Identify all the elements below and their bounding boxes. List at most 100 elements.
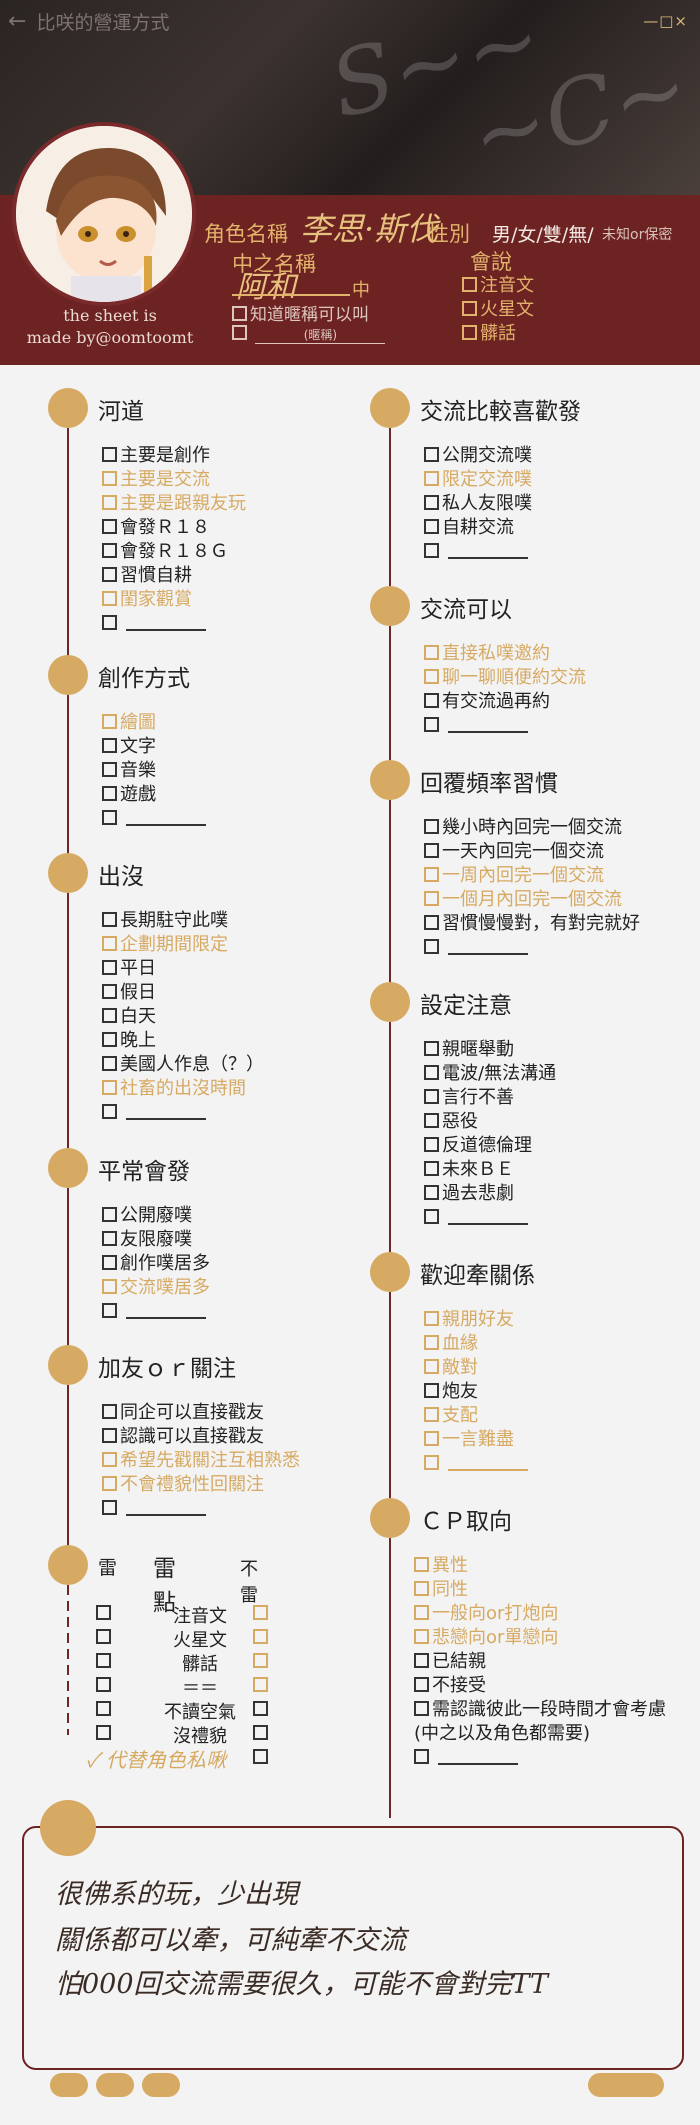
option-item[interactable]: 認識可以直接戳友 (102, 1425, 300, 1449)
option-item-blank[interactable] (102, 612, 246, 636)
option-item[interactable]: 平日 (102, 957, 264, 981)
option-item[interactable]: 一般向or打炮向 (414, 1602, 666, 1626)
blank-field[interactable] (126, 615, 206, 631)
option-item[interactable]: 悲戀向or單戀向 (414, 1626, 666, 1650)
option-item[interactable]: 會發Ｒ１８Ｇ (102, 540, 246, 564)
speak-option[interactable]: 注音文 (462, 274, 534, 298)
option-item-blank[interactable] (424, 1452, 528, 1476)
footer-tab-button[interactable] (96, 2073, 134, 2097)
mine-checkbox[interactable] (96, 1605, 111, 1620)
option-item[interactable]: 公開交流噗 (424, 444, 532, 468)
option-item[interactable]: 血緣 (424, 1332, 528, 1356)
option-item[interactable]: 不會禮貌性回關注 (102, 1473, 300, 1497)
option-item[interactable]: 幾小時內回完一個交流 (424, 816, 640, 840)
option-item[interactable]: 言行不善 (424, 1086, 556, 1110)
option-item[interactable]: 未來ＢＥ (424, 1158, 556, 1182)
option-item[interactable]: 一個月內回完一個交流 (424, 888, 640, 912)
option-item[interactable]: 反道德倫理 (424, 1134, 556, 1158)
option-item[interactable]: 晚上 (102, 1029, 264, 1053)
option-item-blank[interactable] (102, 1300, 210, 1324)
option-item[interactable]: 過去悲劇 (424, 1182, 556, 1206)
not-mine-checkbox[interactable] (253, 1749, 268, 1764)
option-item[interactable]: 一言難盡 (424, 1428, 528, 1452)
mine-checkbox[interactable] (96, 1725, 111, 1740)
option-item[interactable]: 主要是交流 (102, 468, 246, 492)
option-item[interactable]: 繪圖 (102, 711, 206, 735)
option-item[interactable]: 電波/無法溝通 (424, 1062, 556, 1086)
option-item-blank[interactable] (102, 1497, 300, 1521)
option-item-blank[interactable] (414, 1746, 666, 1770)
option-item[interactable]: 社畜的出沒時間 (102, 1077, 264, 1101)
option-item[interactable]: 主要是跟親友玩 (102, 492, 246, 516)
blank-field[interactable] (448, 543, 528, 559)
not-mine-checkbox[interactable] (253, 1677, 268, 1692)
option-item[interactable]: 希望先戳關注互相熟悉 (102, 1449, 300, 1473)
option-item[interactable]: 直接私噗邀約 (424, 642, 586, 666)
option-item[interactable]: 同企可以直接戳友 (102, 1401, 300, 1425)
option-item[interactable]: 限定交流噗 (424, 468, 532, 492)
option-item[interactable]: 炮友 (424, 1380, 528, 1404)
option-item[interactable]: 親朋好友 (424, 1308, 528, 1332)
blank-field[interactable] (448, 1455, 528, 1471)
option-item[interactable]: 假日 (102, 981, 264, 1005)
option-item[interactable]: 長期駐守此噗 (102, 909, 264, 933)
not-mine-checkbox[interactable] (253, 1605, 268, 1620)
option-item[interactable]: 閨家觀賞 (102, 588, 246, 612)
option-item[interactable]: 一周內回完一個交流 (424, 864, 640, 888)
option-item-blank[interactable] (424, 540, 532, 564)
option-item[interactable]: 文字 (102, 735, 206, 759)
option-item[interactable]: 異性 (414, 1554, 666, 1578)
blank-field[interactable] (126, 810, 206, 826)
option-item[interactable]: 自耕交流 (424, 516, 532, 540)
blank-field[interactable] (126, 1303, 206, 1319)
option-item-blank[interactable] (102, 807, 206, 831)
speak-option[interactable]: 髒話 (462, 322, 534, 346)
option-item[interactable]: 惡役 (424, 1110, 556, 1134)
option-item[interactable]: 私人友限噗 (424, 492, 532, 516)
footer-tab-button[interactable] (142, 2073, 180, 2097)
option-item[interactable]: 已結親 (414, 1650, 666, 1674)
blank-field[interactable] (438, 1749, 518, 1765)
option-item-blank[interactable] (102, 1101, 264, 1125)
option-item[interactable]: 親暱舉動 (424, 1038, 556, 1062)
mine-checkbox[interactable] (96, 1677, 111, 1692)
free-note-box[interactable] (22, 1826, 684, 2070)
not-mine-checkbox[interactable] (253, 1701, 268, 1716)
option-item[interactable]: 音樂 (102, 759, 206, 783)
option-item[interactable]: 創作噗居多 (102, 1252, 210, 1276)
mine-extra-handwritten[interactable]: ✓ 代替角色私啾 (86, 1744, 226, 1773)
mine-checkbox[interactable] (96, 1701, 111, 1716)
option-item[interactable]: 習慣慢慢對，有對完就好 (424, 912, 640, 936)
option-item[interactable]: 習慣自耕 (102, 564, 246, 588)
speak-option[interactable]: 火星文 (462, 298, 534, 322)
blank-field[interactable] (448, 717, 528, 733)
gender-unknown-option[interactable]: 未知or保密 (602, 227, 673, 243)
option-item[interactable]: 友限廢噗 (102, 1228, 210, 1252)
footer-tab-button[interactable] (50, 2073, 88, 2097)
nickname-field[interactable]: (暱稱) (232, 324, 386, 344)
option-item[interactable]: 交流噗居多 (102, 1276, 210, 1300)
chinese-name-value[interactable]: 阿和 (236, 270, 296, 305)
nickname-checkbox[interactable]: 知道暱稱可以叫 (232, 300, 369, 325)
not-mine-checkbox[interactable] (253, 1725, 268, 1740)
not-mine-checkbox[interactable] (253, 1653, 268, 1668)
option-item[interactable]: 同性 (414, 1578, 666, 1602)
blank-field[interactable] (126, 1500, 206, 1516)
option-item[interactable]: 敵對 (424, 1356, 528, 1380)
option-item[interactable]: 有交流過再約 (424, 690, 586, 714)
gender-options[interactable]: 男/女/雙/無/ (492, 224, 594, 246)
option-item-blank[interactable] (424, 936, 640, 960)
blank-field[interactable] (448, 1209, 528, 1225)
option-item[interactable]: 白天 (102, 1005, 264, 1029)
window-controls[interactable]: —□× (643, 12, 688, 30)
footer-action-button[interactable] (588, 2073, 664, 2097)
blank-field[interactable] (126, 1104, 206, 1120)
option-item[interactable]: 需認識彼此一段時間才會考慮 (414, 1698, 666, 1722)
option-item[interactable]: 主要是創作 (102, 444, 246, 468)
mine-checkbox[interactable] (96, 1629, 111, 1644)
option-item[interactable]: 聊一聊順便約交流 (424, 666, 586, 690)
back-arrow-icon[interactable]: ← (8, 9, 27, 34)
not-mine-checkbox[interactable] (253, 1629, 268, 1644)
option-item[interactable]: 公開廢噗 (102, 1204, 210, 1228)
option-item-blank[interactable] (424, 1206, 556, 1230)
